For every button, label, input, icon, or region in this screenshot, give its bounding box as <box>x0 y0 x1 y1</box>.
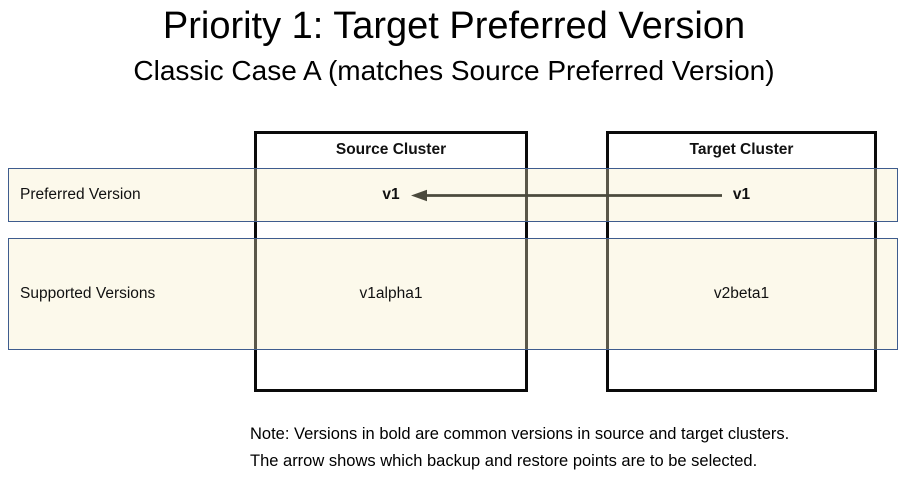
note-line-2: The arrow shows which backup and restore… <box>250 452 758 470</box>
target-preferred-version-value: v1 <box>732 186 751 203</box>
target-cluster-box <box>606 131 877 392</box>
supported-versions-band <box>8 238 898 350</box>
source-supported-version-value: v1alpha1 <box>359 285 423 302</box>
note-line-1: Note: Versions in bold are common versio… <box>250 425 790 443</box>
page-title: Priority 1: Target Preferred Version <box>162 5 746 47</box>
target-supported-version-value: v2beta1 <box>713 285 770 302</box>
source-cluster-box <box>254 131 528 392</box>
target-cluster-header: Target Cluster <box>689 140 794 158</box>
target-to-source-arrow <box>411 189 722 202</box>
note-text: Note: Versions in bold are common versio… <box>250 421 890 475</box>
arrow-head-icon <box>411 189 427 202</box>
preferred-version-row-label: Preferred Version <box>20 186 141 203</box>
source-preferred-version-value: v1 <box>382 186 400 203</box>
source-cluster-header: Source Cluster <box>335 140 447 158</box>
supported-versions-row-label: Supported Versions <box>20 285 156 302</box>
page-subtitle: Classic Case A (matches Source Preferred… <box>133 55 775 86</box>
